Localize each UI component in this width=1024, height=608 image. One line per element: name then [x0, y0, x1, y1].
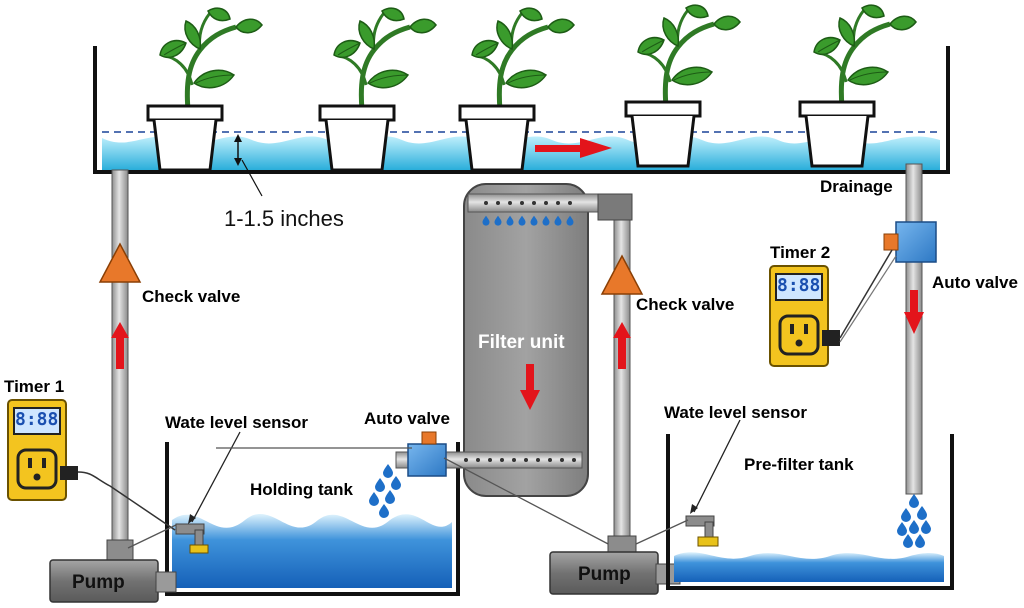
timer2-cable: [822, 250, 896, 346]
water-level-sensor-icon: [686, 516, 718, 546]
holding-tank-label: Holding tank: [250, 480, 353, 499]
plant-pot-4: [626, 5, 740, 166]
prefilter-tank-label: Pre-filter tank: [744, 455, 854, 474]
timer1-display: 8:88: [15, 409, 58, 430]
auto-valve-label-right: Auto valve: [932, 273, 1018, 292]
water-sensor-label-right: Wate level sensor: [664, 403, 807, 422]
sensor-pointer-left: [192, 432, 240, 522]
water-drop-icon: [369, 464, 401, 518]
plant-icon: [814, 5, 916, 107]
depth-label: 1-1.5 inches: [224, 206, 344, 231]
drainage-label: Drainage: [820, 177, 893, 196]
filter-unit-label: Filter unit: [478, 332, 565, 353]
pump-label-right: Pump: [578, 564, 631, 585]
sensor-pointer-right: [694, 420, 740, 512]
auto-valve-label-mid: Auto valve: [364, 409, 450, 428]
plant-icon: [638, 5, 740, 107]
check-valve-icon: [602, 256, 642, 294]
auto-valve-icon: [884, 222, 936, 262]
water-drop-icon: [897, 494, 931, 548]
pump-label-left: Pump: [72, 572, 125, 593]
water-sensor-label-left: Wate level sensor: [165, 413, 308, 432]
plant-icon: [160, 8, 262, 110]
timer1-label: Timer 1: [4, 377, 64, 396]
plant-icon: [472, 8, 574, 110]
timer2-display: 8:88: [777, 275, 820, 296]
auto-valve-icon: [408, 432, 446, 476]
check-valve-label-left: Check valve: [142, 287, 240, 306]
plant-icon: [334, 8, 436, 110]
check-valve-icon: [100, 244, 140, 282]
timer2-label: Timer 2: [770, 243, 830, 262]
check-valve-label-mid: Check valve: [636, 295, 734, 314]
